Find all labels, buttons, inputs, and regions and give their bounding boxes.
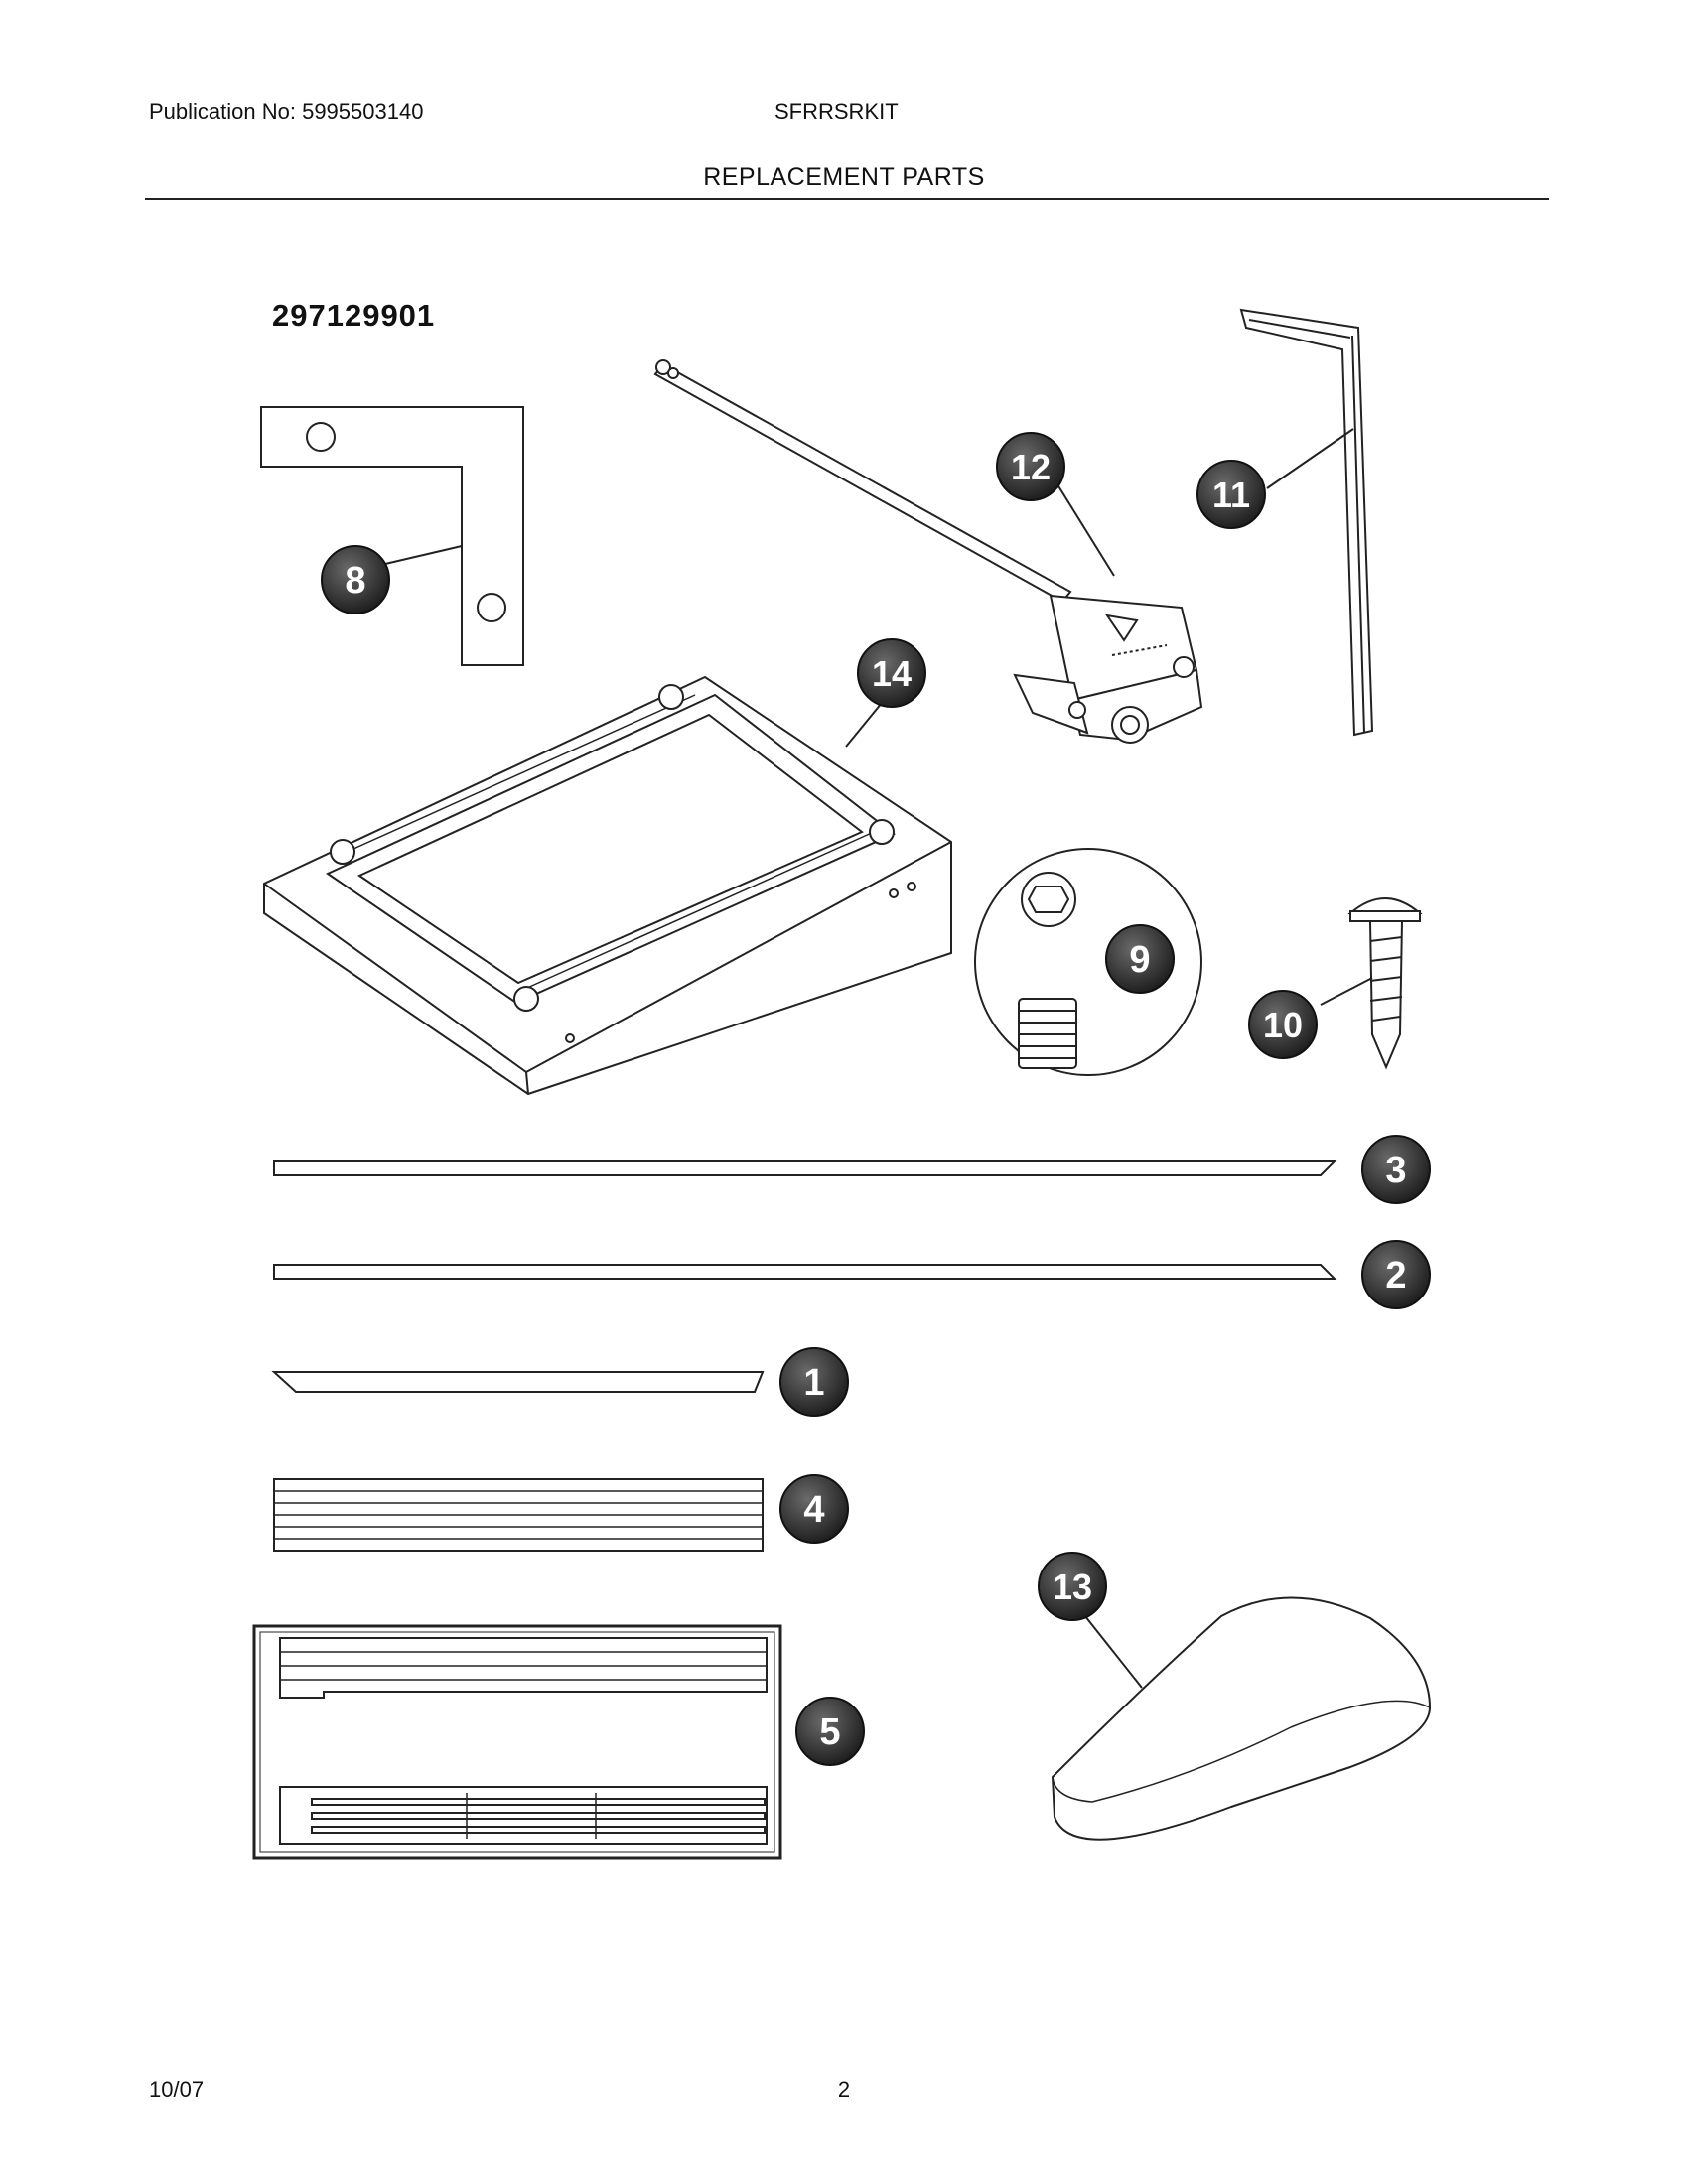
callout-12: 12 xyxy=(996,432,1065,501)
svg-text:1: 1 xyxy=(803,1362,824,1404)
part-1-trim xyxy=(271,1371,765,1393)
svg-text:9: 9 xyxy=(1129,939,1150,981)
leader-12 xyxy=(1052,476,1115,577)
svg-text:5: 5 xyxy=(819,1711,840,1753)
callout-3: 3 xyxy=(1361,1135,1431,1204)
leader-8 xyxy=(384,545,463,565)
header-rule xyxy=(145,198,1549,200)
callout-8: 8 xyxy=(321,545,390,614)
callout-14: 14 xyxy=(857,638,926,708)
part-11-hex-key xyxy=(1239,308,1374,737)
publication-number: Publication No: 5995503140 xyxy=(149,99,424,124)
svg-text:13: 13 xyxy=(1053,1567,1092,1607)
model-number: SFRRSRKIT xyxy=(774,99,899,124)
svg-text:10: 10 xyxy=(1263,1005,1303,1045)
part-2-trim xyxy=(273,1264,1337,1280)
svg-text:3: 3 xyxy=(1385,1150,1406,1191)
leader-14 xyxy=(845,702,883,748)
part-5-kick-plate xyxy=(252,1624,782,1860)
part-12-leveler xyxy=(653,359,1203,744)
callout-4: 4 xyxy=(779,1474,849,1544)
svg-text:4: 4 xyxy=(803,1489,824,1531)
leader-10 xyxy=(1320,977,1373,1006)
svg-text:14: 14 xyxy=(872,653,912,694)
kit-number: 297129901 xyxy=(272,298,436,333)
page-number: 2 xyxy=(837,2077,851,2102)
page-title: REPLACEMENT PARTS xyxy=(703,163,985,191)
callout-13: 13 xyxy=(1038,1552,1107,1621)
callout-10: 10 xyxy=(1248,990,1318,1059)
part-8-bracket xyxy=(260,406,524,666)
revision-date: 10/07 xyxy=(149,2077,205,2102)
svg-text:12: 12 xyxy=(1011,447,1051,487)
callout-9: 9 xyxy=(1105,924,1175,994)
part-9-set-screw xyxy=(974,848,1202,1076)
callout-2: 2 xyxy=(1361,1240,1431,1309)
part-3-trim xyxy=(273,1160,1337,1176)
leader-13 xyxy=(1076,1605,1143,1689)
svg-text:8: 8 xyxy=(345,560,365,602)
callout-5: 5 xyxy=(795,1697,865,1766)
part-4-grille xyxy=(273,1478,764,1552)
svg-text:11: 11 xyxy=(1212,475,1250,515)
part-10-screw xyxy=(1347,897,1423,1070)
part-14-frame xyxy=(263,675,952,1096)
callout-11: 11 xyxy=(1196,460,1266,529)
callout-1: 1 xyxy=(779,1347,849,1417)
svg-text:2: 2 xyxy=(1385,1255,1406,1297)
part-13-cover xyxy=(1051,1596,1432,1841)
leader-11 xyxy=(1266,428,1354,489)
